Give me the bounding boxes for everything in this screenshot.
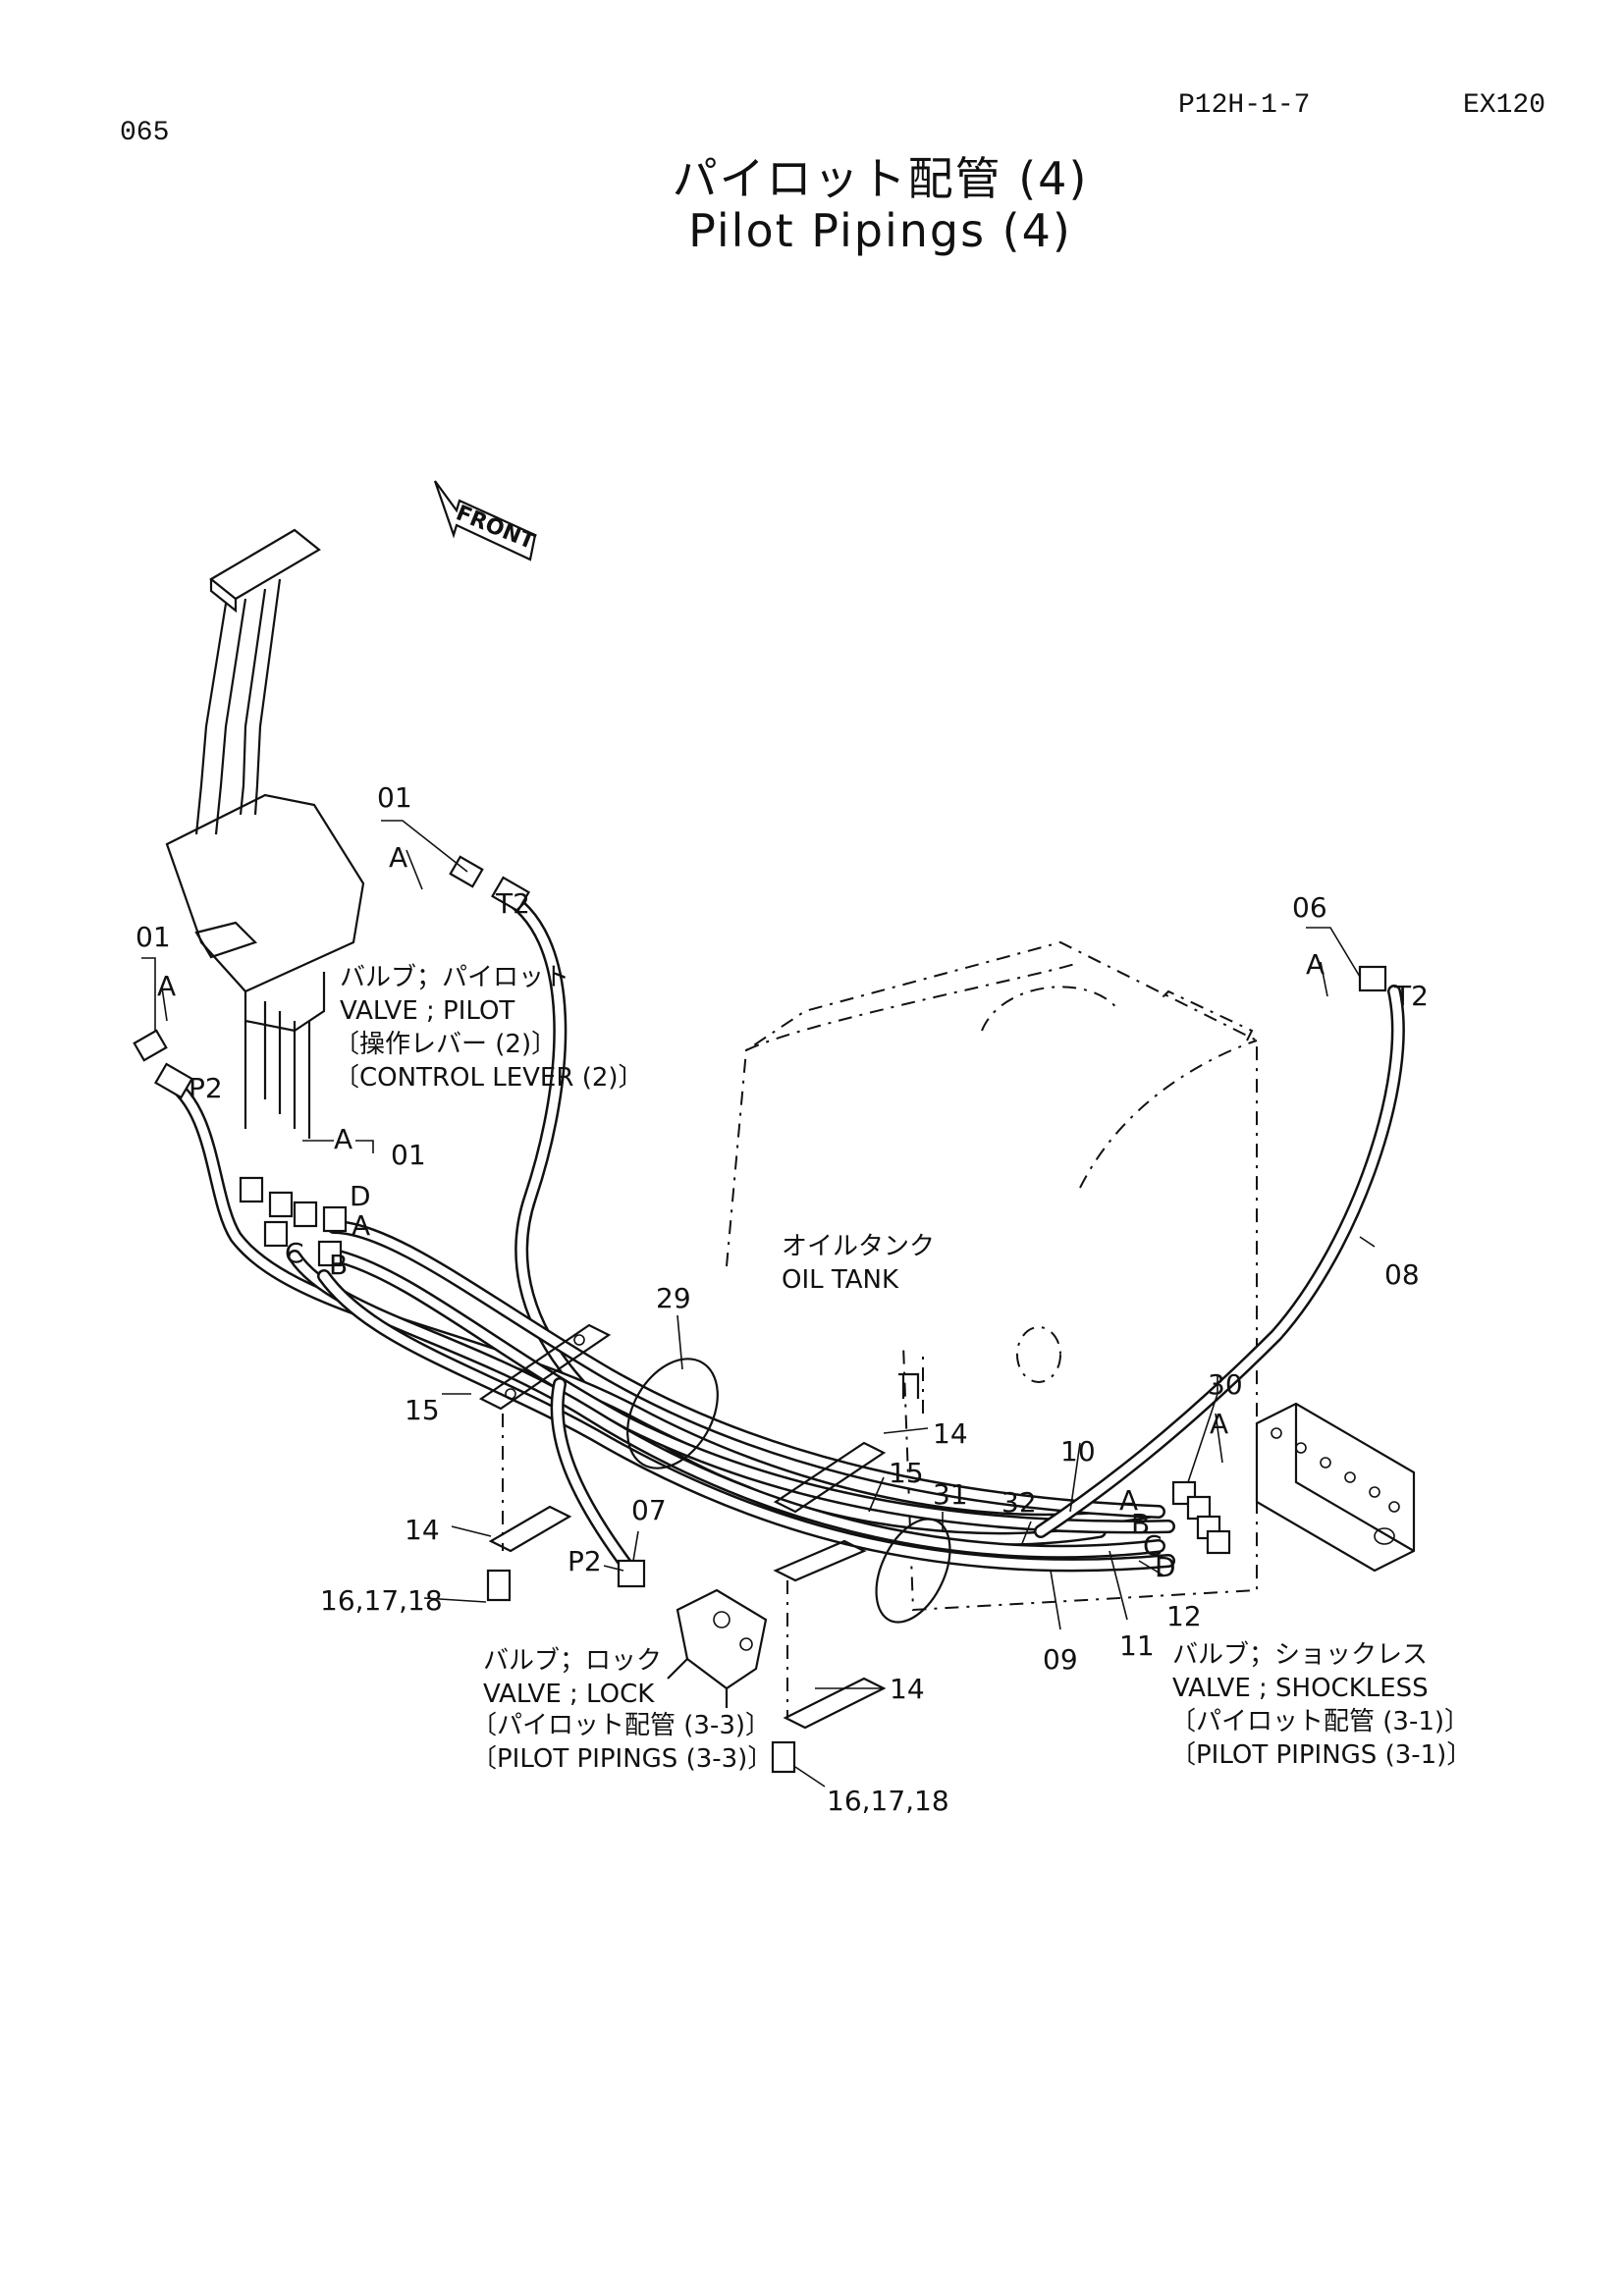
callout-port-a: A: [352, 1209, 370, 1242]
callout-16-17-18-lower: 16,17,18: [827, 1785, 949, 1817]
callout-port-d: D: [350, 1180, 371, 1212]
hose-bundle: [160, 886, 1405, 1587]
document-code: P12H-1-7: [1178, 90, 1311, 121]
valve-lock-label-en: VALVE ; LOCK: [483, 1680, 655, 1709]
callout-15-mid: 15: [889, 1457, 924, 1489]
callout-port-a2: A: [1119, 1484, 1138, 1517]
valve-lock-label-jp: バルブ；ロック: [483, 1646, 662, 1676]
callout-14-lower: 14: [890, 1673, 925, 1705]
callout-09: 09: [1043, 1643, 1078, 1676]
callout-port-b2: B: [1131, 1508, 1150, 1540]
callout-a-right: A: [1306, 948, 1325, 981]
callout-labels: 01 A T2 01 A P2 A 01 D A C B 06 A T2 08 …: [135, 781, 1429, 1817]
callout-10: 10: [1060, 1435, 1096, 1468]
valve-shockless-label-en: VALVE ; SHOCKLESS: [1172, 1674, 1429, 1703]
component-labels: バルブ；パイロット VALVE ; PILOT 〔操作レバー (2)〕 〔CON…: [334, 963, 1472, 1774]
control-lever-ref-en: 〔CONTROL LEVER (2)〕: [334, 1063, 644, 1093]
callout-a-top: A: [389, 841, 407, 874]
front-arrow: FRONT: [433, 480, 538, 561]
lock-ref-jp: 〔パイロット配管 (3-3)〕: [471, 1711, 771, 1740]
callout-14-upper: 14: [933, 1417, 968, 1450]
callout-port-c: C: [285, 1237, 304, 1269]
callout-29: 29: [656, 1282, 691, 1314]
callout-08: 08: [1384, 1258, 1420, 1291]
valve-pilot-label-en: VALVE ; PILOT: [340, 996, 514, 1026]
valve-shockless-label-jp: バルブ；ショックレス: [1172, 1640, 1428, 1670]
oil-tank-drawing: [726, 940, 1258, 1612]
callout-01-top: 01: [377, 781, 412, 814]
title-japanese: パイロット配管 (4): [672, 152, 1089, 205]
callout-07: 07: [631, 1494, 667, 1526]
callout-12: 12: [1166, 1600, 1202, 1632]
valve-pilot-label-jp: バルブ；パイロット: [340, 963, 569, 992]
callout-p2-left: P2: [189, 1072, 223, 1104]
title-english: Pilot Pipings (4): [688, 204, 1072, 257]
callout-11: 11: [1119, 1629, 1155, 1662]
callout-t2-right: T2: [1393, 980, 1429, 1012]
clamps-brackets: [478, 1323, 951, 1774]
callout-30: 30: [1208, 1368, 1243, 1401]
callout-a-mid: A: [334, 1123, 352, 1155]
shockless-valve-drawing: [1255, 1402, 1416, 1573]
callout-32: 32: [1001, 1486, 1037, 1519]
callout-01-left: 01: [135, 921, 171, 953]
callout-a-left: A: [157, 970, 176, 1002]
lock-valve-drawing: [667, 1588, 768, 1708]
page-number: 065: [120, 118, 170, 148]
front-arrow-label: FRONT: [453, 501, 538, 555]
control-lever-ref-jp: 〔操作レバー (2)〕: [334, 1030, 557, 1059]
control-lever-drawing: [165, 528, 365, 1139]
callout-port-c2: C: [1143, 1529, 1163, 1562]
callout-01-mid: 01: [391, 1139, 426, 1171]
callout-a-30: A: [1210, 1408, 1228, 1440]
callout-port-d2: D: [1155, 1551, 1176, 1583]
callout-14-left: 14: [405, 1514, 440, 1546]
callout-16-17-18-left: 16,17,18: [320, 1584, 443, 1617]
callout-port-b: B: [329, 1249, 348, 1281]
callout-31: 31: [933, 1478, 968, 1511]
callout-t2-left: T2: [495, 887, 530, 920]
shockless-ref-jp: 〔パイロット配管 (3-1)〕: [1170, 1707, 1470, 1736]
callout-15-left: 15: [405, 1394, 440, 1426]
oil-tank-label-jp: オイルタンク: [782, 1232, 935, 1261]
model-code: EX120: [1463, 90, 1546, 121]
shockless-ref-en: 〔PILOT PIPINGS (3-1)〕: [1170, 1740, 1472, 1770]
leader-lines: [141, 820, 1376, 1788]
callout-06: 06: [1292, 891, 1327, 924]
lock-ref-en: 〔PILOT PIPINGS (3-3)〕: [471, 1744, 773, 1774]
callout-p2-lower: P2: [568, 1545, 602, 1577]
oil-tank-label-en: OIL TANK: [782, 1265, 899, 1295]
